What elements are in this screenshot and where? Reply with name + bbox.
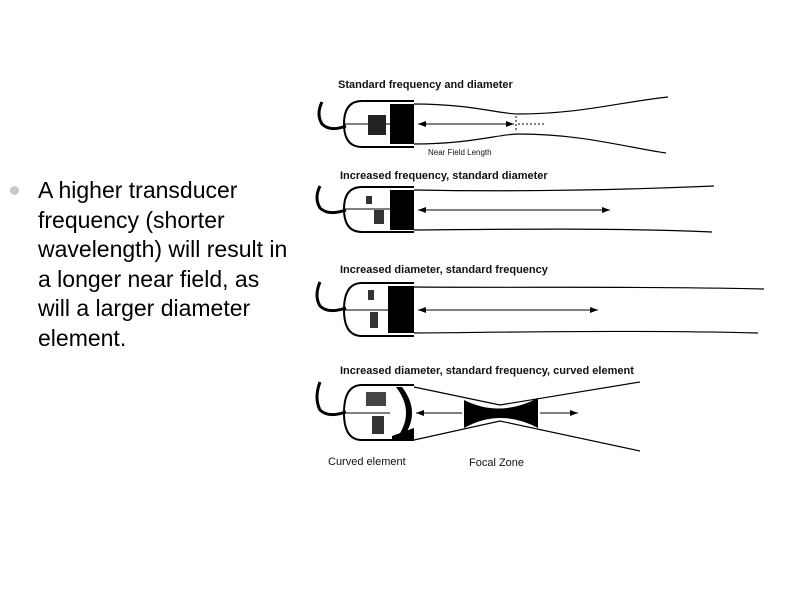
- cable: [317, 101, 347, 131]
- panel-increased-diameter-title: Increased diameter, standard frequency: [340, 264, 549, 276]
- arrowhead-right: [506, 121, 514, 127]
- beam-lower-edge: [413, 228, 713, 233]
- curved-element-label: Curved element: [328, 456, 406, 468]
- beam-lower-edge: [413, 330, 759, 334]
- bullet-text: A higher transducer frequency (shorter w…: [38, 177, 288, 351]
- beam-upper-edge: [413, 96, 669, 115]
- backing-speck: [366, 196, 372, 204]
- backing-block: [366, 392, 386, 406]
- backing-block-lower: [372, 416, 384, 434]
- panel-increased-frequency-title: Increased frequency, standard diameter: [340, 170, 548, 182]
- cable: [315, 185, 347, 215]
- element-base: [392, 428, 414, 440]
- panel-standard-title: Standard frequency and diameter: [338, 79, 514, 91]
- beam-upper-edge: [413, 381, 641, 406]
- backing-speck: [368, 290, 374, 300]
- arrowhead-right: [570, 410, 578, 416]
- backing-block: [368, 115, 386, 135]
- panel-curved-element: Increased diameter, standard frequency, …: [315, 365, 641, 469]
- cable: [315, 281, 347, 313]
- arrowhead-right: [590, 307, 598, 313]
- panel-standard: Standard frequency and diameter Near Fie…: [317, 79, 669, 157]
- near-field-length-label: Near Field Length: [428, 148, 492, 157]
- bullet-dot-icon: [10, 186, 19, 195]
- crystal-element: [390, 190, 414, 230]
- beam-lower-edge: [413, 133, 667, 154]
- backing-block: [374, 210, 384, 224]
- focal-zone-shading: [464, 398, 538, 428]
- arrowhead-left: [418, 307, 426, 313]
- arrowhead-left: [416, 410, 424, 416]
- panel-increased-frequency: Increased frequency, standard diameter: [315, 170, 715, 233]
- arrowhead-left: [418, 121, 426, 127]
- crystal-element: [388, 286, 414, 333]
- panel-curved-element-title: Increased diameter, standard frequency, …: [340, 365, 634, 377]
- panel-increased-diameter: Increased diameter, standard frequency: [315, 264, 765, 337]
- focal-zone-label: Focal Zone: [469, 457, 524, 469]
- arrowhead-left: [418, 207, 426, 213]
- curved-crystal-element: [396, 387, 412, 439]
- arrowhead-right: [602, 207, 610, 213]
- beam-lower-edge: [413, 420, 641, 452]
- beam-upper-edge: [413, 286, 765, 290]
- crystal-element: [390, 104, 414, 144]
- cable: [315, 381, 347, 417]
- backing-block: [370, 312, 378, 328]
- beam-upper-edge: [413, 185, 715, 192]
